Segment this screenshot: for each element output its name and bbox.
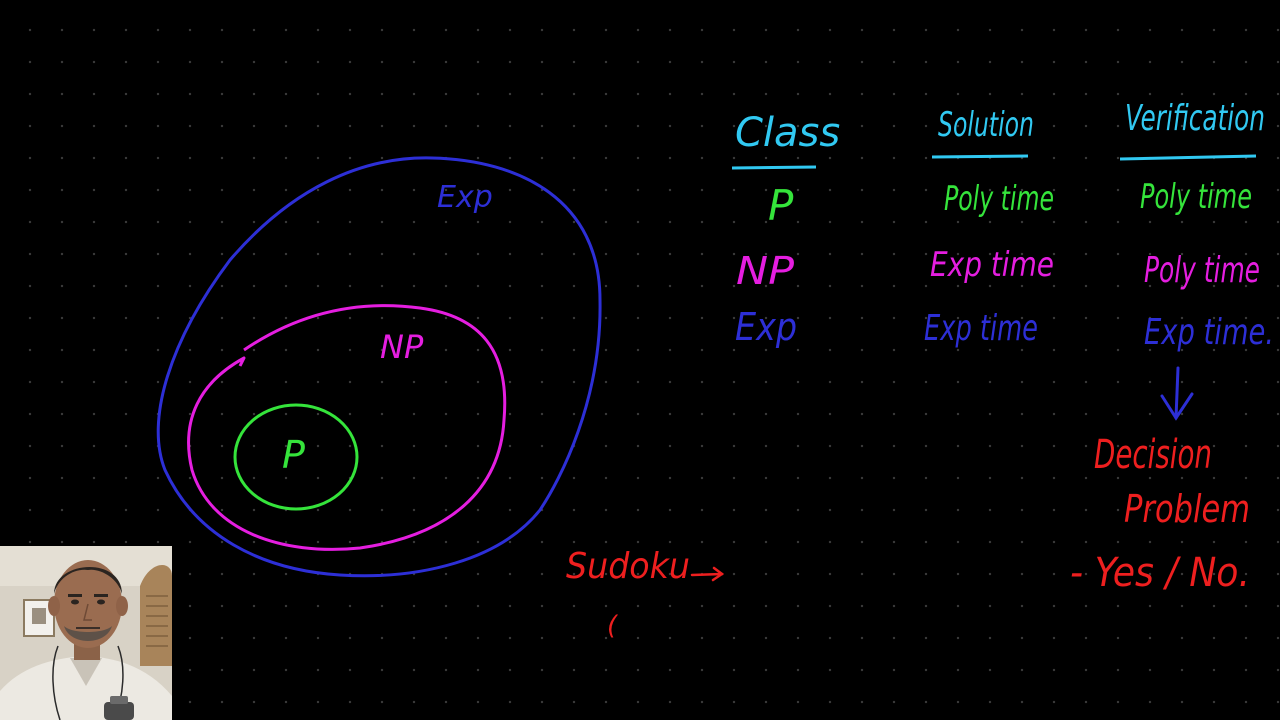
sudoku-label: Sudoku <box>566 546 690 587</box>
note-problem: Problem <box>1124 487 1250 531</box>
header-verification: Verification <box>1125 98 1265 139</box>
row-np-solution: Exp time <box>930 245 1054 285</box>
sudoku-mark: ( <box>607 611 619 641</box>
p-set-label: P <box>282 433 305 477</box>
presenter-video-icon <box>0 546 172 720</box>
np-set-label: NP <box>380 328 424 366</box>
presenter-webcam <box>0 546 172 720</box>
row-p-class: P <box>768 181 794 230</box>
exp-set-label: Exp <box>437 180 493 215</box>
header-class-underline <box>731 165 817 170</box>
row-p-solution: Poly time <box>944 179 1054 219</box>
row-np-class: NP <box>736 249 794 293</box>
right-arrow-icon <box>690 566 725 582</box>
row-exp-verification: Exp time. <box>1144 312 1274 353</box>
down-arrow-icon <box>1160 366 1194 421</box>
row-exp-solution: Exp time <box>924 308 1038 349</box>
header-solution: Solution <box>938 105 1034 145</box>
np-set-outline <box>187 304 507 551</box>
note-yes-no: - Yes / No. <box>1070 550 1250 596</box>
row-np-verification: Poly time <box>1144 250 1260 291</box>
p-set-outline <box>233 403 359 511</box>
row-p-verification: Poly time <box>1140 177 1252 217</box>
row-exp-class: Exp <box>735 305 797 349</box>
note-decision: Decision <box>1094 432 1212 478</box>
header-verification-underline <box>1119 154 1257 161</box>
header-class: Class <box>735 110 840 156</box>
exp-set-outline <box>156 156 602 578</box>
header-solution-underline <box>931 154 1029 159</box>
